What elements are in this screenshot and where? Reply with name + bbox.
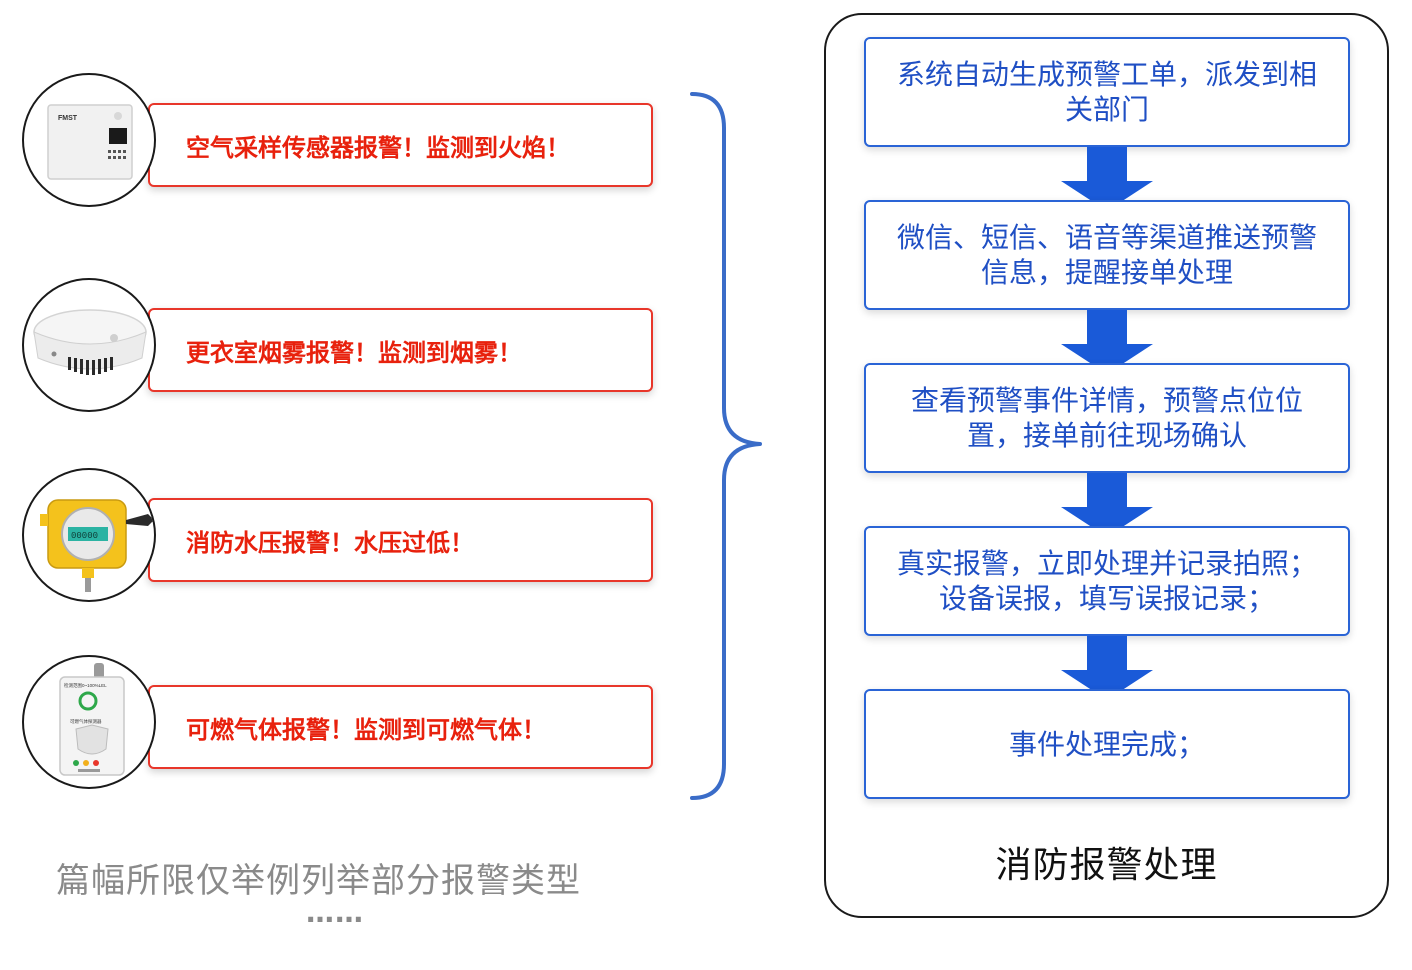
air-sampling-sensor-brand: FMST — [58, 115, 78, 122]
combustible-gas-detector-image: 检测范围0~100%LEL 可燃气体探测器 — [22, 655, 156, 789]
alert-box-water-pressure: 消防水压报警！水压过低！ — [148, 498, 653, 582]
process-step-3: 查看预警事件详情，预警点位位置，接单前往现场确认 — [864, 363, 1350, 473]
water-pressure-display: 00000 — [71, 531, 98, 541]
alert-box-combustible-gas: 可燃气体报警！监测到可燃气体！ — [148, 685, 653, 769]
water-pressure-sensor-image: 00000 — [22, 468, 156, 602]
caption-ellipsis: …… — [306, 896, 364, 929]
process-step-text: 系统自动生成预警工单，派发到相关部门 — [896, 58, 1317, 126]
grouping-brace — [690, 92, 762, 800]
smoke-detector-image — [22, 278, 156, 412]
process-step-1: 系统自动生成预警工单，派发到相关部门 — [864, 37, 1350, 147]
panel-title: 消防报警处理 — [995, 845, 1218, 886]
process-step-text: 微信、短信、语音等渠道推送预警信息，提醒接单处理 — [896, 221, 1317, 289]
process-step-4: 真实报警，立即处理并记录拍照；设备误报，填写误报记录； — [864, 526, 1350, 636]
down-arrow-icon — [1061, 636, 1153, 700]
down-arrow-icon — [1061, 147, 1153, 211]
caption: 篇幅所限仅举例列举部分报警类型 — [56, 861, 581, 901]
process-step-text: 事件处理完成； — [1008, 727, 1205, 761]
alert-box-air-sampling: 空气采样传感器报警！监测到火焰！ — [148, 103, 653, 187]
gas-detector-name: 可燃气体探测器 — [70, 718, 102, 725]
process-step-5: 事件处理完成； — [864, 689, 1350, 799]
process-step-text: 真实报警，立即处理并记录拍照；设备误报，填写误报记录； — [896, 547, 1317, 615]
alert-box-smoke: 更衣室烟雾报警！监测到烟雾！ — [148, 308, 653, 392]
process-step-text: 查看预警事件详情，预警点位位置，接单前往现场确认 — [910, 384, 1303, 452]
alert-text: 可燃气体报警！监测到可燃气体！ — [186, 715, 546, 744]
air-sampling-sensor-image: FMST — [22, 73, 156, 207]
gas-detector-range: 检测范围0~100%LEL — [64, 682, 107, 689]
down-arrow-icon — [1061, 310, 1153, 374]
down-arrow-icon — [1061, 473, 1153, 537]
process-step-2: 微信、短信、语音等渠道推送预警信息，提醒接单处理 — [864, 200, 1350, 310]
alert-text: 空气采样传感器报警！监测到火焰！ — [186, 133, 570, 162]
alert-text: 更衣室烟雾报警！监测到烟雾！ — [186, 338, 522, 367]
alert-text: 消防水压报警！水压过低！ — [186, 528, 474, 557]
